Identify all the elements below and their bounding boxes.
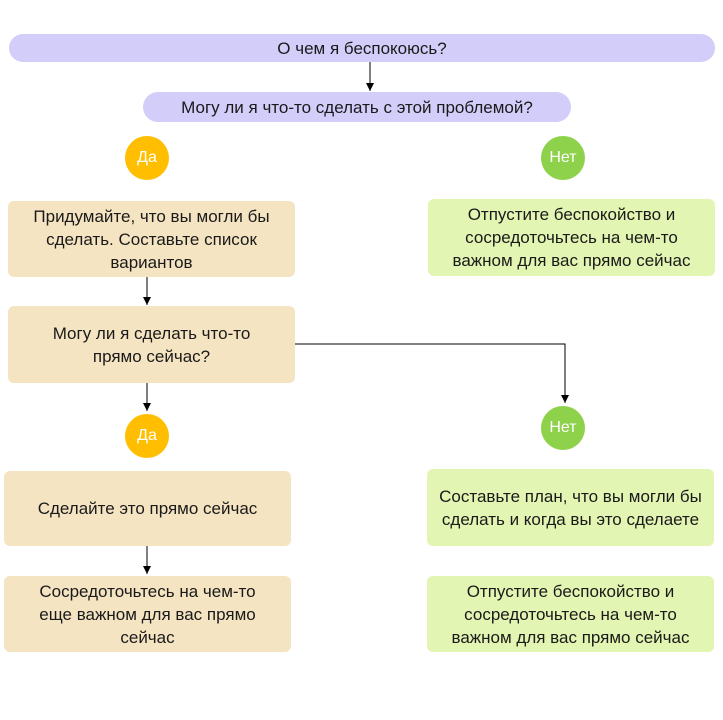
can-do-question-node: Могу ли я что-то сделать с этой проблемо… bbox=[143, 92, 571, 122]
no-circle-2: Нет bbox=[541, 406, 585, 450]
let-go-node-2: Отпустите беспокойство и сосредоточьтесь… bbox=[427, 576, 714, 652]
do-it-now-node: Сделайте это прямо сейчас bbox=[4, 471, 291, 546]
focus-else-node: Сосредоточьтесь на чем-то еще важном для… bbox=[4, 576, 291, 652]
let-go-node-1: Отпустите беспокойство и сосредоточьтесь… bbox=[428, 199, 715, 276]
make-plan-node: Составьте план, что вы могли бы сделать … bbox=[427, 469, 714, 546]
yes-circle-1: Да bbox=[125, 136, 169, 180]
no-circle-1: Нет bbox=[541, 136, 585, 180]
root-question-node: О чем я беспокоюсь? bbox=[9, 34, 715, 62]
yes-circle-2: Да bbox=[125, 414, 169, 458]
can-do-now-question-node: Могу ли я сделать что-то прямо сейчас? bbox=[8, 306, 295, 383]
think-options-node: Придумайте, что вы могли бы сделать. Сос… bbox=[8, 201, 295, 277]
arrow-now-to-no bbox=[295, 343, 569, 403]
